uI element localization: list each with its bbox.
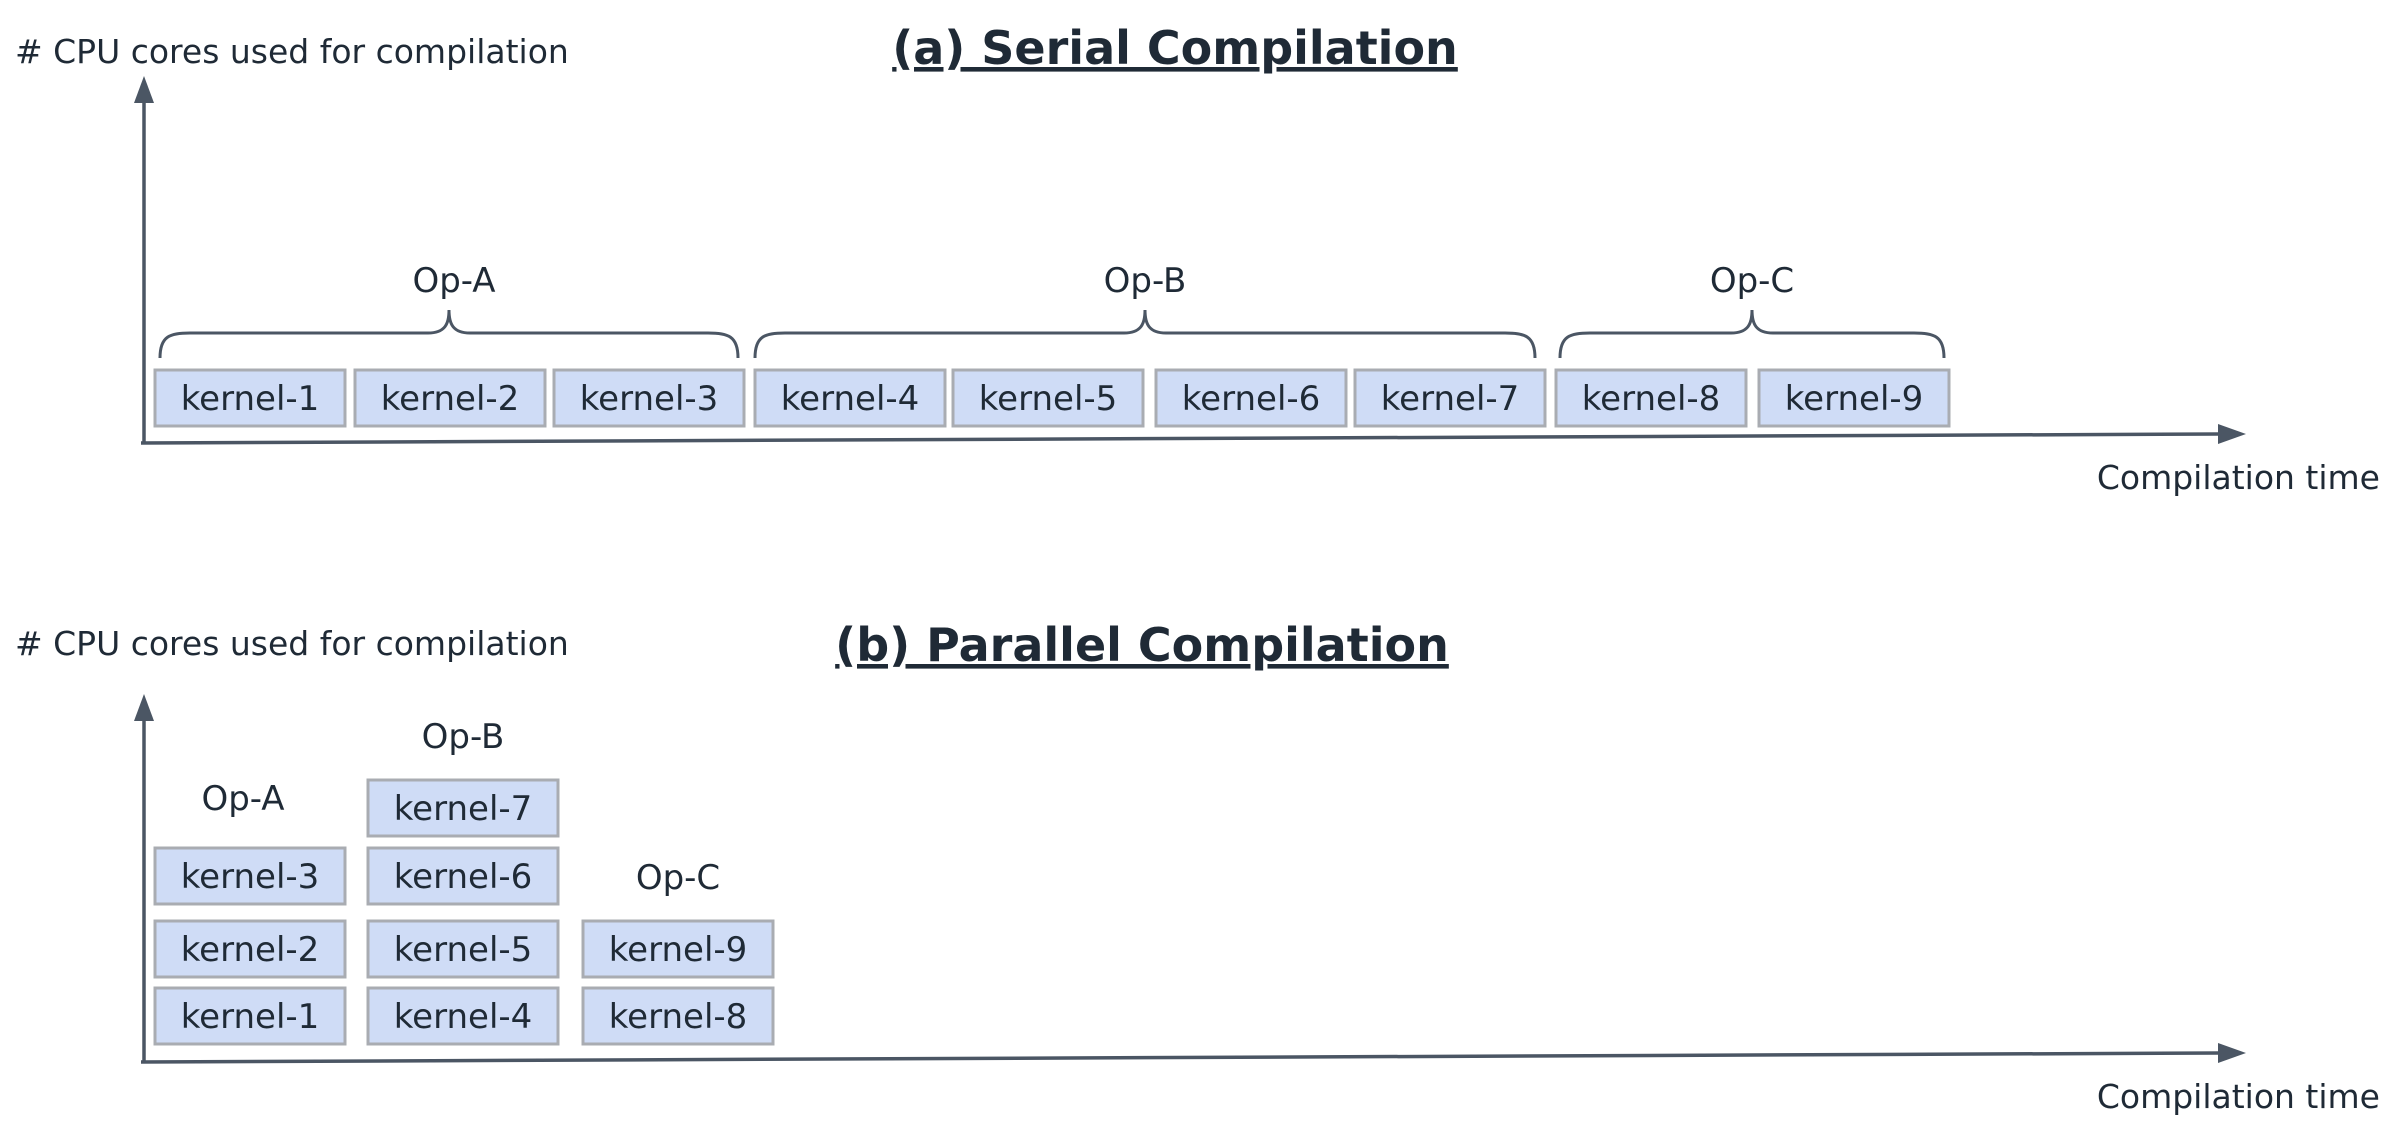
parallel-x-axis-label: Compilation time bbox=[2097, 1077, 2380, 1116]
parallel-kernel-box bbox=[366, 919, 560, 979]
serial-kernel: kernel-4 bbox=[753, 368, 947, 428]
serial-y-axis-label: # CPU cores used for compilation bbox=[15, 32, 569, 71]
serial-kernel-label: kernel-2 bbox=[381, 379, 520, 419]
serial-kernel-label: kernel-5 bbox=[979, 379, 1118, 419]
parallel-kernel-box bbox=[153, 986, 347, 1046]
parallel-kernel-box bbox=[581, 919, 775, 979]
parallel-kernel-box bbox=[153, 919, 347, 979]
serial-kernel: kernel-5 bbox=[951, 368, 1145, 428]
serial-kernel-label: kernel-9 bbox=[1785, 379, 1924, 419]
parallel-kernel-label: kernel-6 bbox=[394, 857, 533, 897]
serial-kernel-box bbox=[1154, 368, 1348, 428]
parallel-kernel-label: kernel-1 bbox=[181, 997, 320, 1037]
serial-op-a-label: Op-A bbox=[412, 261, 495, 301]
parallel-kernel-label: kernel-5 bbox=[394, 930, 533, 970]
parallel-kernel-label: kernel-9 bbox=[609, 930, 748, 970]
parallel-kernel-box bbox=[366, 846, 560, 906]
parallel-kernel: kernel-2 bbox=[153, 919, 347, 979]
serial-kernel-box bbox=[951, 368, 1145, 428]
parallel-kernel: kernel-6 bbox=[366, 846, 560, 906]
parallel-kernel-label: kernel-7 bbox=[394, 789, 533, 829]
parallel-kernel: kernel-4 bbox=[366, 986, 560, 1046]
serial-kernel-label: kernel-3 bbox=[580, 379, 719, 419]
serial-kernel: kernel-2 bbox=[353, 368, 547, 428]
serial-kernel-label: kernel-7 bbox=[1381, 379, 1520, 419]
serial-x-axis bbox=[140, 432, 2221, 445]
serial-y-axis-arrow bbox=[134, 76, 154, 103]
serial-kernel-label: kernel-8 bbox=[1582, 379, 1721, 419]
serial-kernel: kernel-8 bbox=[1554, 368, 1748, 428]
parallel-x-axis bbox=[140, 1051, 2221, 1064]
serial-x-axis-arrow bbox=[2218, 424, 2246, 444]
serial-kernel-box bbox=[1353, 368, 1547, 428]
serial-x-axis-label: Compilation time bbox=[2097, 458, 2380, 497]
parallel-kernel-box bbox=[581, 986, 775, 1046]
serial-op-b-label: Op-B bbox=[1104, 261, 1187, 301]
serial-op-a-brace bbox=[158, 309, 740, 359]
serial-kernel: kernel-3 bbox=[552, 368, 746, 428]
parallel-kernel: kernel-7 bbox=[366, 778, 560, 838]
parallel-kernel-box bbox=[366, 986, 560, 1046]
serial-kernel-box bbox=[1757, 368, 1951, 428]
parallel-x-axis-arrow bbox=[2218, 1043, 2246, 1063]
parallel-kernel-label: kernel-2 bbox=[181, 930, 320, 970]
serial-kernel: kernel-7 bbox=[1353, 368, 1547, 428]
parallel-kernel-label: kernel-4 bbox=[394, 997, 533, 1037]
serial-kernel: kernel-1 bbox=[153, 368, 347, 428]
serial-kernel-label: kernel-1 bbox=[181, 379, 320, 419]
serial-kernel-box bbox=[353, 368, 547, 428]
serial-kernel: kernel-9 bbox=[1757, 368, 1951, 428]
parallel-op-b-label: Op-B bbox=[422, 717, 505, 757]
parallel-kernel: kernel-3 bbox=[153, 846, 347, 906]
serial-op-c-brace bbox=[1558, 309, 1946, 359]
parallel-kernel-label: kernel-8 bbox=[609, 997, 748, 1037]
serial-kernel-box bbox=[153, 368, 347, 428]
parallel-y-axis-arrow bbox=[134, 694, 154, 721]
parallel-op-a-label: Op-A bbox=[201, 779, 284, 819]
parallel-kernel: kernel-1 bbox=[153, 986, 347, 1046]
parallel-kernel-label: kernel-3 bbox=[181, 857, 320, 897]
parallel-kernel-box bbox=[366, 778, 560, 838]
parallel-kernel: kernel-9 bbox=[581, 919, 775, 979]
serial-op-c-label: Op-C bbox=[1710, 261, 1794, 301]
serial-panel: # CPU cores used for compilation (a) Ser… bbox=[15, 21, 2380, 497]
serial-kernel-label: kernel-4 bbox=[781, 379, 920, 419]
parallel-panel-title: (b) Parallel Compilation bbox=[835, 618, 1449, 672]
parallel-y-axis-label: # CPU cores used for compilation bbox=[15, 624, 569, 663]
parallel-panel: # CPU cores used for compilation (b) Par… bbox=[15, 618, 2380, 1116]
parallel-kernel-box bbox=[153, 846, 347, 906]
serial-kernel-box bbox=[552, 368, 746, 428]
serial-kernel-box bbox=[753, 368, 947, 428]
serial-kernel-box bbox=[1554, 368, 1748, 428]
serial-panel-title: (a) Serial Compilation bbox=[892, 21, 1458, 75]
parallel-kernel: kernel-5 bbox=[366, 919, 560, 979]
serial-kernel-label: kernel-6 bbox=[1182, 379, 1321, 419]
serial-kernel: kernel-6 bbox=[1154, 368, 1348, 428]
parallel-op-c-label: Op-C bbox=[636, 858, 720, 898]
serial-op-b-brace bbox=[753, 309, 1537, 359]
parallel-kernel: kernel-8 bbox=[581, 986, 775, 1046]
